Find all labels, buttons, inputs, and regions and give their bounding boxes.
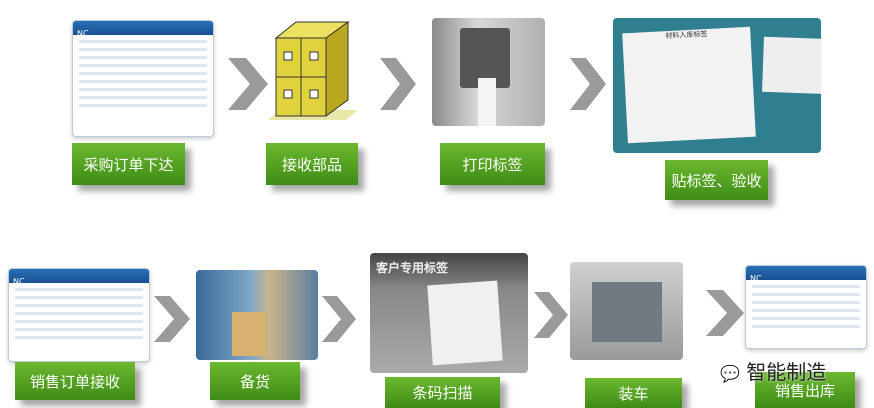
step-label-receive-parts: 接收部品: [266, 143, 358, 185]
chevron-right-icon: [228, 58, 268, 110]
purchase-order-screenshot: NC: [72, 20, 214, 137]
wechat-icon: 💬: [720, 364, 740, 383]
watermark-text: 智能制造: [746, 360, 827, 384]
chevron-right-icon: [154, 296, 190, 342]
step-label-print-label: 打印标签: [440, 143, 545, 185]
barcode-label-image: 客户专用标签: [370, 253, 528, 373]
labelled-material-image: 材料入库标签: [613, 18, 821, 153]
step-label-label-inspect: 贴标签、验收: [665, 160, 768, 200]
chevron-right-icon: [706, 290, 744, 336]
screenshot-titlebar: NC: [73, 21, 213, 38]
step-label-sales-order: 销售订单接收: [15, 362, 135, 400]
chevron-right-icon: [322, 296, 356, 342]
step-label-loading: 装车: [585, 378, 682, 408]
sales-outbound-screenshot: NC: [745, 265, 867, 349]
nc-logo: NC: [13, 277, 25, 286]
chevron-right-icon: [380, 58, 416, 110]
warehouse-image: [196, 270, 318, 360]
chevron-right-icon: [570, 58, 606, 110]
step-label-purchase-order: 采购订单下达: [72, 143, 185, 185]
barcode-banner-text: 客户专用标签: [376, 261, 449, 275]
step-label-sales-outbound: 销售出库: [755, 372, 855, 408]
material-label-text: 材料入库标签: [622, 26, 756, 144]
nc-logo: NC: [750, 274, 762, 283]
step-label-stock-prep: 备货: [210, 362, 300, 400]
nc-logo: NC: [77, 29, 89, 38]
sales-order-screenshot: NC: [8, 268, 150, 362]
step-label-barcode-scan: 条码扫描: [385, 377, 500, 408]
label-printer-image: [432, 18, 545, 126]
stacked-boxes-image: [268, 21, 358, 120]
chevron-right-icon: [534, 292, 568, 338]
truck-loading-image: [570, 262, 683, 360]
watermark: 💬 智能制造: [720, 356, 826, 385]
